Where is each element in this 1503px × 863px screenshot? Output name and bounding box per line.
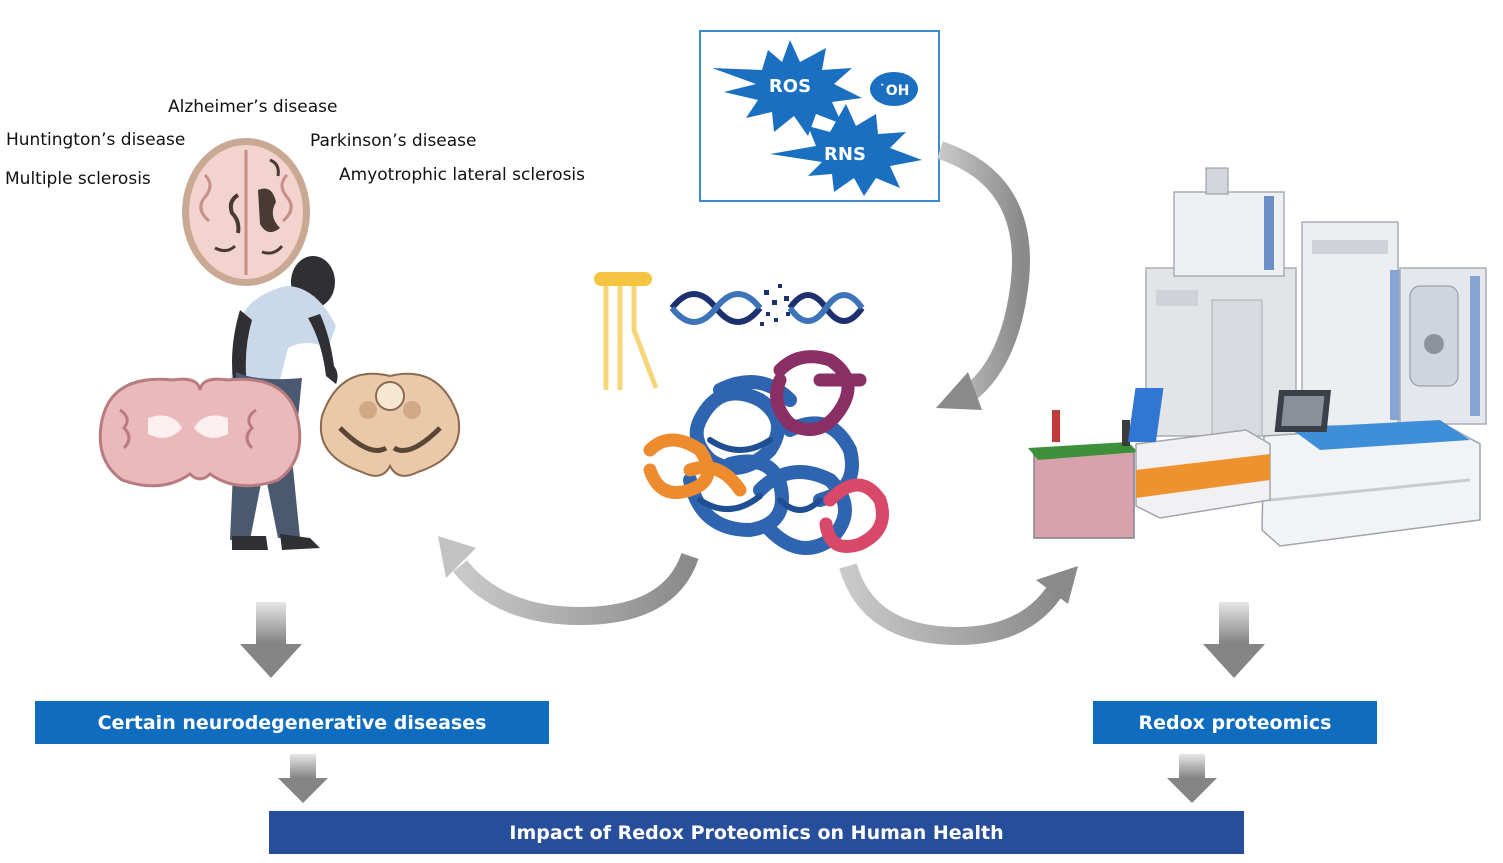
curved-arrow-ros-to-protein [936,141,1030,410]
protein-icon [643,350,889,555]
down-arrow-left-small [278,754,328,803]
rns-label: RNS [824,144,866,165]
lipid-icon [594,272,659,390]
oh-label: ˙OH [879,83,910,99]
impact-box: Impact of Redox Proteomics on Human Heal… [269,811,1244,854]
curved-arrow-protein-to-disease [438,536,699,626]
brain-scan-icon [182,138,310,286]
label-parkinsons: Parkinson’s disease [310,131,477,151]
down-arrow-left-large [240,602,302,678]
neurodegenerative-diseases-box: Certain neurodegenerative diseases [35,701,549,744]
ros-label: ROS [769,76,811,97]
label-als: Amyotrophic lateral sclerosis [339,165,586,185]
dna-icon [669,284,865,326]
label-alzheimers: Alzheimer’s disease [168,97,338,117]
gel-imager-icon [1127,388,1271,519]
brainstem-section-icon [319,372,461,477]
down-arrow-right-large [1203,602,1265,678]
redox-proteomics-box: Redox proteomics [1093,701,1377,744]
down-arrow-right-small [1167,754,1217,803]
reactive-species-box: ROS ˙OH RNS [699,30,940,202]
curved-arrow-protein-to-proteomics [839,563,1078,646]
electrophoresis-tank-icon [1028,410,1138,539]
analyzer-icon [1261,390,1481,547]
brain-section-icon [98,377,302,488]
label-huntingtons: Huntington’s disease [6,130,186,150]
rns-star-icon [770,104,922,196]
mass-spectrometer-icon [1145,167,1487,437]
label-multiple-sclerosis: Multiple sclerosis [5,169,151,189]
hydroxyl-badge-icon [870,72,918,106]
ros-star-icon [712,40,862,136]
